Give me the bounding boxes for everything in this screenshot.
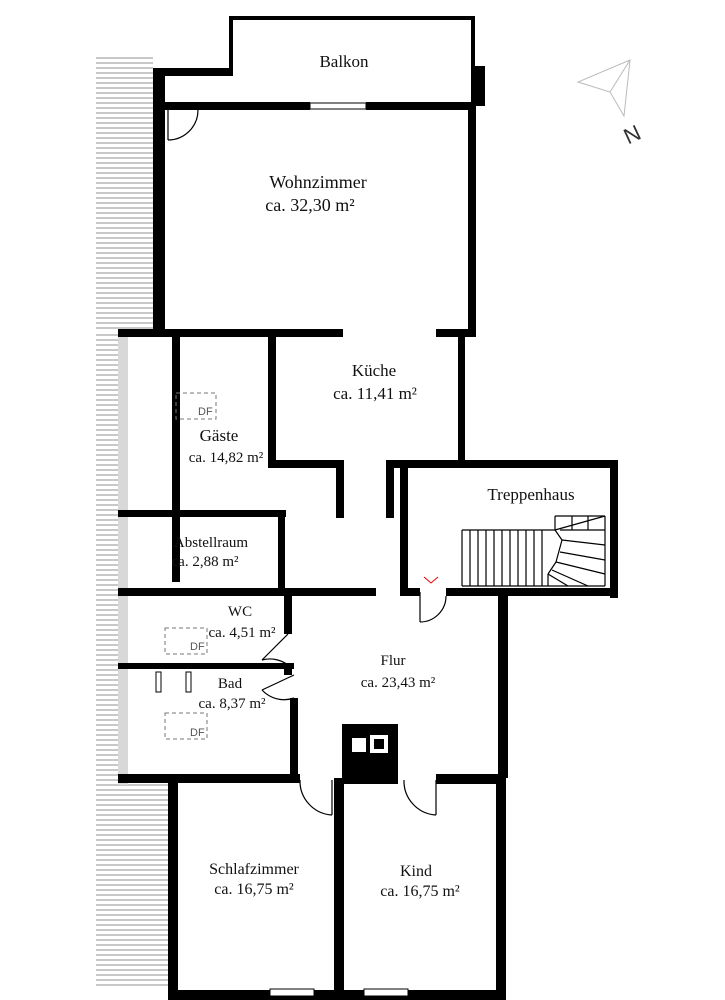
- roof-window-label: DF: [198, 406, 213, 418]
- stair-step: [561, 539, 606, 546]
- compass-north-label: N: [620, 120, 645, 149]
- chimney-flue: [352, 738, 366, 752]
- fixture: [155, 671, 162, 693]
- stair-step: [551, 569, 589, 587]
- room-schlafzimmer-area: ca. 16,75 m²: [214, 881, 294, 898]
- roof-window-label: DF: [190, 727, 205, 739]
- room-gaeste-name: Gäste: [200, 426, 239, 445]
- roof-window-label: DF: [190, 641, 205, 653]
- room-wc-area: ca. 4,51 m²: [209, 625, 276, 641]
- room-flur-name: Flur: [380, 653, 405, 669]
- roof-window: DF: [175, 392, 217, 420]
- windows: [269, 102, 409, 997]
- room-treppenhaus-name: Treppenhaus: [487, 485, 574, 504]
- stair-step: [554, 529, 563, 541]
- roof-window: DF: [164, 712, 208, 740]
- roof-window: DF: [164, 627, 208, 655]
- sloped-ceiling-band: [118, 335, 128, 785]
- staircase: [461, 515, 606, 587]
- doors: [167, 109, 447, 816]
- room-bad-area: ca. 8,37 m²: [199, 696, 266, 712]
- walls: [118, 16, 618, 1000]
- stair-step: [555, 539, 563, 563]
- stair-step: [547, 561, 557, 575]
- room-wohnzimmer-name: Wohnzimmer: [269, 172, 367, 192]
- chimney-flue: [374, 739, 384, 749]
- stair-step: [555, 561, 606, 575]
- stair-step: [554, 515, 606, 531]
- room-kind-name: Kind: [400, 863, 432, 880]
- room-abstellraum-area: ca. 2,88 m²: [172, 554, 239, 570]
- stair-arrow: [423, 576, 439, 584]
- sloped-roof-hatching: [96, 57, 168, 986]
- room-flur-area: ca. 23,43 m²: [361, 675, 436, 691]
- room-balkon-name: Balkon: [319, 52, 369, 71]
- fixture: [185, 671, 192, 693]
- room-kind-area: ca. 16,75 m²: [380, 883, 460, 900]
- room-kueche-name: Küche: [352, 361, 396, 380]
- room-abstellraum-name: Abstellraum: [174, 535, 248, 551]
- room-schlafzimmer-name: Schlafzimmer: [209, 861, 299, 878]
- compass-arrow-icon: [576, 59, 631, 118]
- room-gaeste-area: ca. 14,82 m²: [189, 450, 264, 466]
- room-bad-name: Bad: [218, 676, 243, 692]
- room-wohnzimmer-area: ca. 32,30 m²: [265, 195, 354, 215]
- stair-step: [547, 573, 569, 587]
- stair-step: [559, 551, 606, 561]
- room-kueche-area: ca. 11,41 m²: [333, 384, 417, 403]
- room-wc-name: WC: [228, 604, 252, 620]
- compass: N: [576, 59, 645, 149]
